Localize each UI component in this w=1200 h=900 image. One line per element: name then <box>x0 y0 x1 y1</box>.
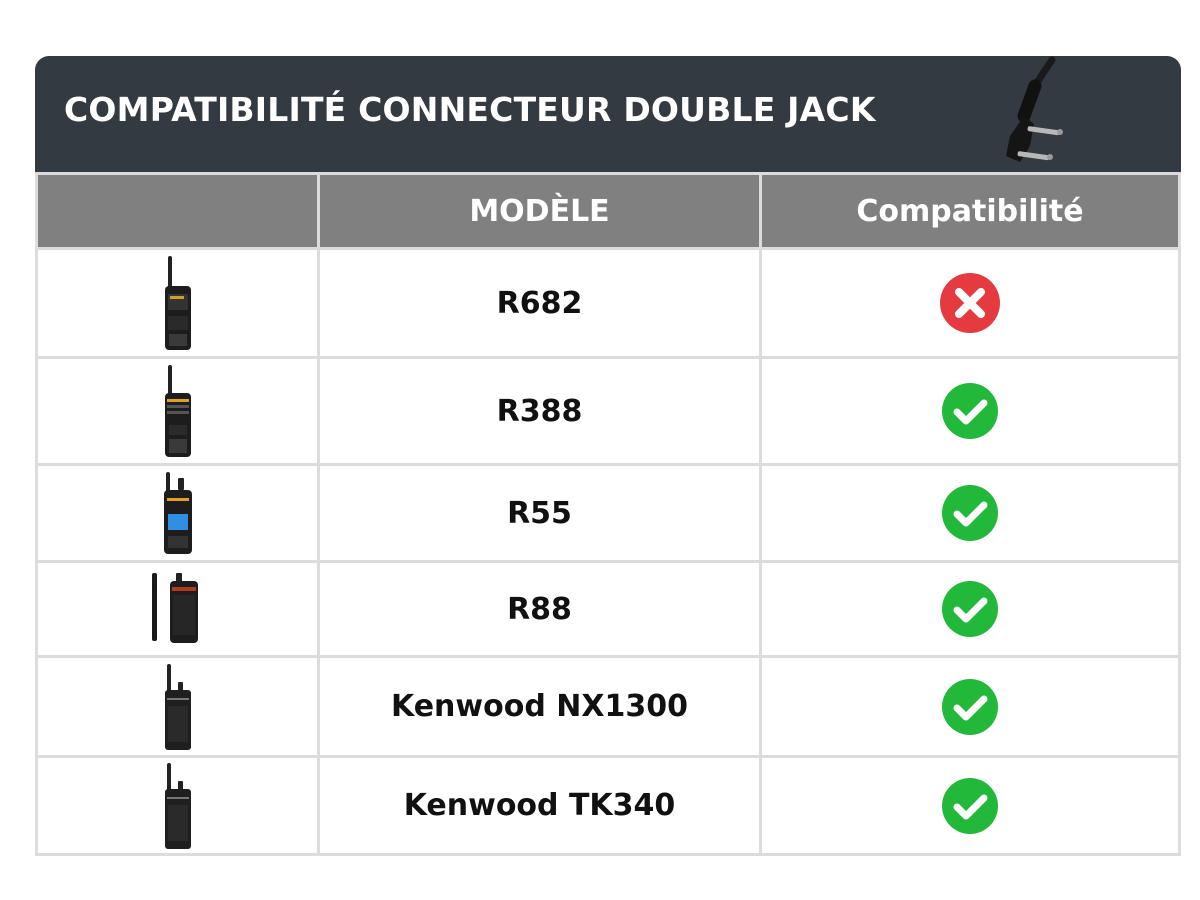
model-name: R388 <box>496 393 583 429</box>
check-circle-icon <box>942 581 998 637</box>
radio-r388-icon <box>164 365 191 457</box>
radio-r682-icon <box>164 256 191 350</box>
table-row: Kenwood TK340 <box>38 758 1178 856</box>
table-row: R55 <box>38 466 1178 563</box>
table-row: R388 <box>38 359 1178 466</box>
radio-kenwood-nx1300-icon <box>164 663 191 750</box>
radio-image-cell <box>38 359 320 463</box>
compatibility-table: MODÈLE Compatibilité R682 <box>35 172 1181 856</box>
model-cell: R682 <box>320 250 762 356</box>
table-header-row: MODÈLE Compatibilité <box>38 172 1178 250</box>
model-cell: Kenwood NX1300 <box>320 658 762 755</box>
compatibility-cell <box>762 758 1178 853</box>
model-cell: R88 <box>320 563 762 655</box>
check-circle-icon <box>942 777 998 834</box>
radio-r88-icon <box>151 573 198 643</box>
compatibility-cell <box>762 466 1178 560</box>
cross-circle-icon <box>940 273 1000 333</box>
check-circle-icon <box>942 678 998 735</box>
compatibility-cell <box>762 563 1178 655</box>
model-cell: R55 <box>320 466 762 560</box>
page-title: COMPATIBILITÉ CONNECTEUR DOUBLE JACK <box>64 90 876 129</box>
radio-image-cell <box>38 658 320 755</box>
table-row: R88 <box>38 563 1178 658</box>
model-name: R55 <box>507 495 572 531</box>
table-row: R682 <box>38 250 1178 359</box>
radio-image-cell <box>38 758 320 853</box>
model-cell: R388 <box>320 359 762 463</box>
radio-image-cell <box>38 466 320 560</box>
model-cell: Kenwood TK340 <box>320 758 762 853</box>
model-column-header: MODÈLE <box>320 175 762 247</box>
compatibility-column-header: Compatibilité <box>856 193 1084 229</box>
radio-image-cell <box>38 563 320 655</box>
title-bar: COMPATIBILITÉ CONNECTEUR DOUBLE JACK <box>35 56 1181 172</box>
radio-image-cell <box>38 250 320 356</box>
check-circle-icon <box>942 485 998 541</box>
model-name: R682 <box>496 285 583 321</box>
check-circle-icon <box>942 383 998 439</box>
compatibility-cell <box>762 658 1178 755</box>
model-name: R88 <box>507 591 572 627</box>
double-jack-connector-icon <box>1006 56 1063 162</box>
table-row: Kenwood NX1300 <box>38 658 1178 758</box>
image-column-header <box>38 175 320 247</box>
compatibility-cell <box>762 359 1178 463</box>
radio-r55-icon <box>163 472 192 554</box>
model-name: Kenwood TK340 <box>403 788 676 823</box>
model-name: Kenwood NX1300 <box>390 689 688 724</box>
compatibility-cell <box>762 250 1178 356</box>
radio-kenwood-tk340-icon <box>164 762 191 849</box>
